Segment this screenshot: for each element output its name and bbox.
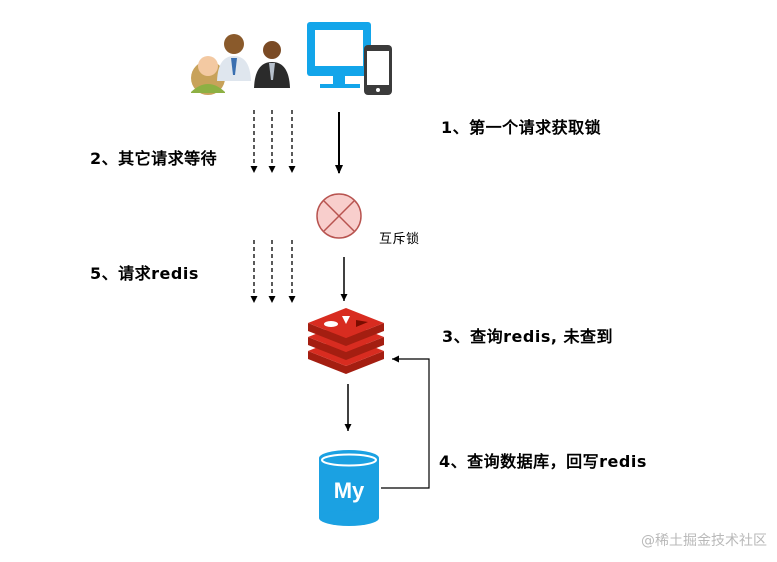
step2-label: 2、其它请求等待 bbox=[90, 149, 218, 168]
waiting-arrows-bottom bbox=[250, 240, 296, 303]
step3-label: 3、查询redis, 未查到 bbox=[442, 327, 613, 346]
step5-label: 5、请求redis bbox=[90, 264, 199, 283]
mutex-label: 互斥锁 bbox=[379, 232, 420, 247]
mysql-icon: My bbox=[319, 450, 379, 526]
writeback-arrow bbox=[381, 355, 430, 489]
waiting-arrows-top bbox=[250, 110, 296, 173]
watermark: @稀土掘金技术社区 bbox=[641, 533, 767, 549]
users-icon bbox=[191, 34, 290, 95]
mutex-icon bbox=[316, 193, 362, 239]
phone-icon bbox=[364, 45, 392, 95]
redis-icon bbox=[308, 308, 384, 374]
mysql-text: My bbox=[334, 478, 365, 503]
step1-label: 1、第一个请求获取锁 bbox=[441, 118, 602, 137]
monitor-icon bbox=[307, 22, 371, 88]
step4-label: 4、查询数据库，回写redis bbox=[439, 452, 647, 471]
